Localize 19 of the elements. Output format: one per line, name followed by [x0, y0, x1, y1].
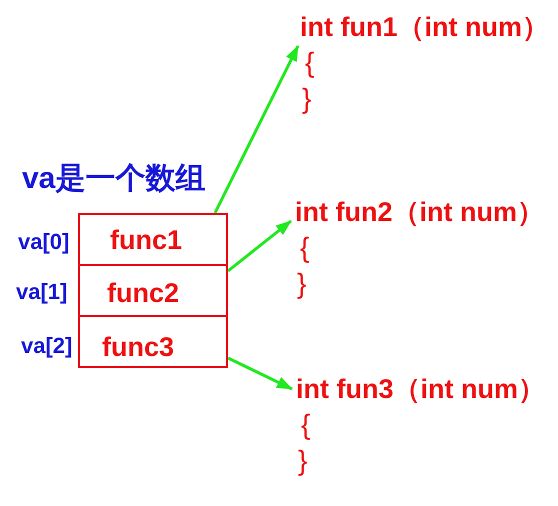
brace: } [297, 267, 306, 301]
brace: { [301, 408, 310, 442]
brace: { [300, 231, 310, 265]
brace: { [305, 46, 314, 80]
brace: } [302, 82, 312, 116]
function-name: func3 [102, 331, 174, 364]
index-label: va[1] [16, 279, 68, 305]
arrow [227, 220, 292, 272]
function-signature: int fun1（int num） [300, 11, 549, 44]
function-name: func2 [107, 277, 180, 310]
arrow [214, 45, 300, 214]
index-label: va[2] [21, 333, 72, 359]
function-signature: int fun3（int num） [296, 373, 545, 406]
function-name: func1 [110, 224, 182, 257]
index-label: va[0] [18, 229, 70, 255]
arrow [227, 356, 293, 390]
brace: } [298, 444, 308, 478]
function-signature: int fun2（int num） [295, 196, 544, 229]
array-heading: va是一个数组 [22, 162, 206, 196]
